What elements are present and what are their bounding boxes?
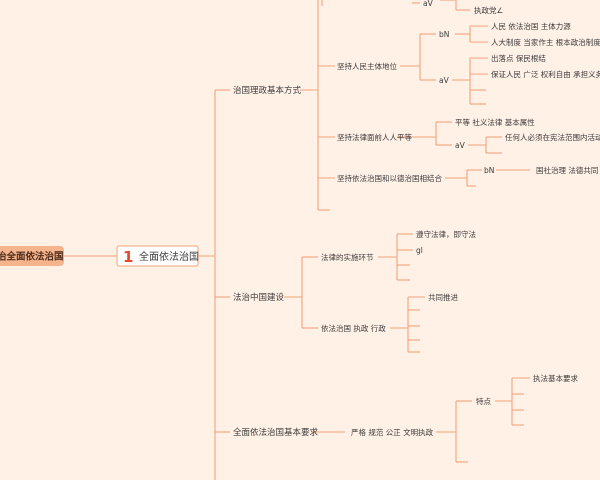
node-shishi-label[interactable]: 法律的实施环节 xyxy=(321,252,374,262)
node-pingdeng-av-item[interactable]: 任何人必须在宪法范围内活动 xyxy=(505,132,600,142)
node-pingdeng-av-label[interactable]: aV xyxy=(455,141,466,150)
node-tedian-label[interactable]: 特点 xyxy=(476,396,491,406)
node-zhifa-item-1[interactable]: 共同推进 xyxy=(428,292,458,302)
node-pingdeng-item[interactable]: 平等 社义法律 基本属性 xyxy=(455,117,535,127)
branch-label-yaoqiu[interactable]: 全面依法治国基本要求 xyxy=(233,427,319,438)
node-renmin-bn-label[interactable]: bN xyxy=(439,30,449,39)
node-renmin-av-label[interactable]: aV xyxy=(439,76,450,85)
root-node-label: 治全面依法治国 xyxy=(0,251,64,263)
node-shishi-item-1[interactable]: 遵守法律，即守法 xyxy=(416,229,476,239)
main-topic-node[interactable]: 1 全面依法治国 xyxy=(116,245,199,267)
node-shishi-item-2[interactable]: gl xyxy=(416,246,423,255)
topic-number-badge: 1 xyxy=(123,248,133,266)
node-tedian-item-1[interactable]: 执法基本要求 xyxy=(533,373,578,383)
root-node-box xyxy=(0,246,64,266)
branch-label-jiben-fangshi[interactable]: 治国理政基本方式 xyxy=(233,85,302,96)
node-jiehe-label[interactable]: 坚持依法治国和以德治国相结合 xyxy=(337,173,442,183)
node-renmin-bn-item-1[interactable]: 人民 依法治国 主体力源 xyxy=(491,21,571,31)
node-zhifa-label[interactable]: 依法治国 执政 行政 xyxy=(321,323,386,333)
node-jiehe-bn-item[interactable]: 国社治理 法德共同 xyxy=(536,165,598,175)
node-wenming-label[interactable]: 严格 规范 公正 文明执政 xyxy=(351,427,434,437)
top-zhizheng-item[interactable]: 执政党∠ xyxy=(474,5,503,15)
node-renmin-av-item-1[interactable]: 出落点 保民根结 xyxy=(491,53,546,63)
node-renmin-label[interactable]: 坚持人民主体地位 xyxy=(337,61,397,71)
node-pingdeng-label[interactable]: 坚持法律面前人人平等 xyxy=(337,132,412,142)
connectors xyxy=(64,0,530,480)
node-jiehe-bn-label[interactable]: bN xyxy=(484,166,494,175)
top-av-label[interactable]: aV xyxy=(423,0,434,8)
root-node[interactable]: 治全面依法治国 xyxy=(0,246,64,266)
main-topic-box xyxy=(116,245,199,267)
branch-label-jianshe[interactable]: 法治中国建设 xyxy=(233,292,285,303)
main-topic-label: 全面依法治国 xyxy=(139,250,199,263)
node-renmin-av-item-2[interactable]: 保证人民 广泛 权利自由 承担义务 xyxy=(491,69,600,79)
node-renmin-bn-item-2[interactable]: 人大制度 当家作主 根本政治制度 xyxy=(491,37,600,47)
